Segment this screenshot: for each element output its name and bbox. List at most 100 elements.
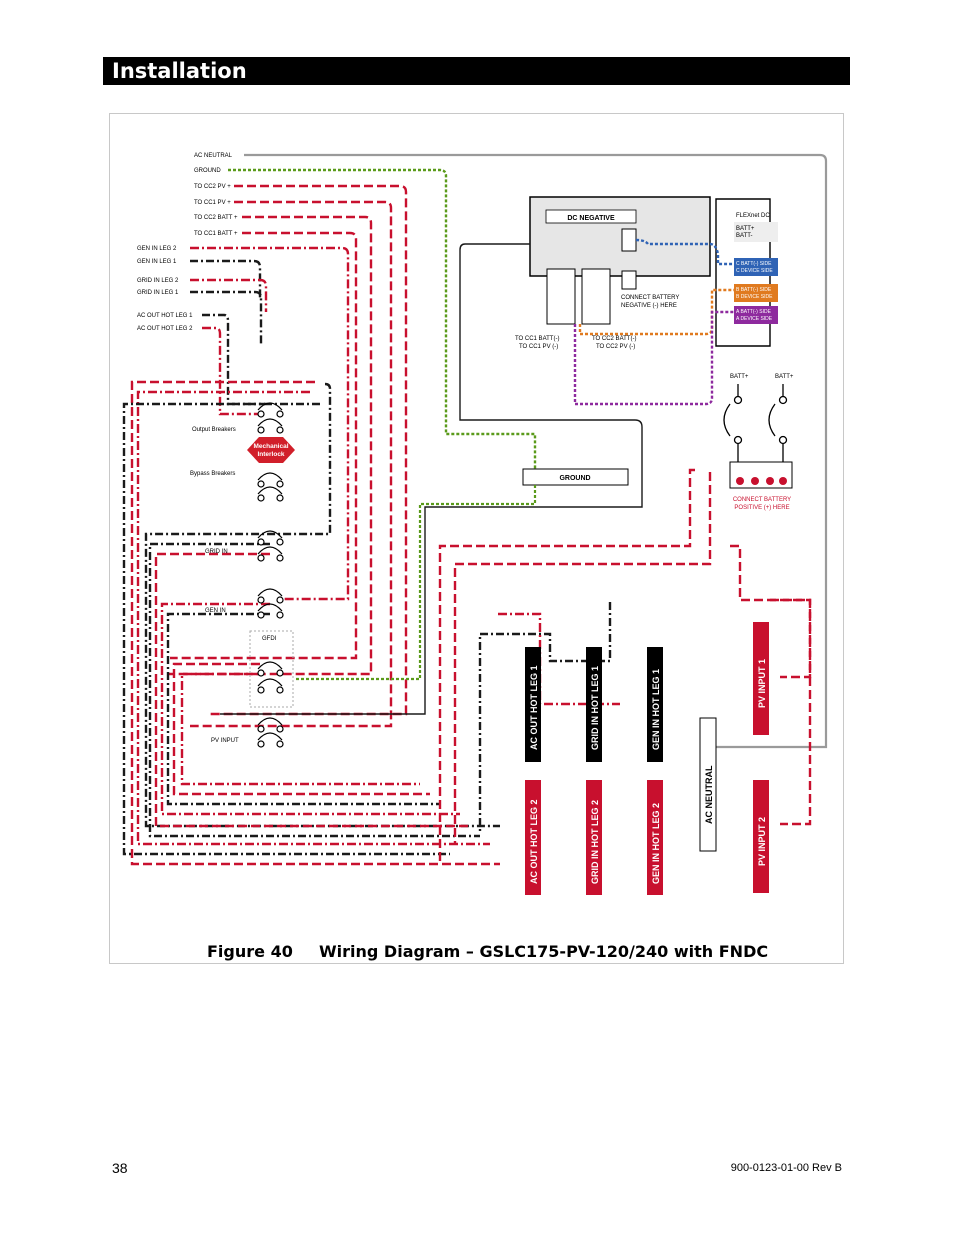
cc2-label-2: TO CC2 PV (-) (596, 344, 635, 350)
svg-text:GEN IN HOT LEG 2: GEN IN HOT LEG 2 (651, 803, 661, 884)
ground-bar-label: GROUND (559, 475, 590, 482)
dc-negative-block (529, 196, 711, 277)
to-cc2-batt-wire (168, 215, 373, 676)
label-to-cc1-batt: TO CC1 BATT + (194, 231, 238, 237)
gen-hot-link (478, 602, 612, 834)
figure-title: Wiring Diagram – GSLC175-PV-120/240 with… (319, 942, 769, 961)
batt-plus-2-label: BATT+ (775, 374, 794, 380)
batt-pos-loop-2 (453, 472, 712, 844)
batt-pos-loop-1 (438, 468, 695, 862)
label-gen-in-leg2: GEN IN LEG 2 (137, 246, 177, 252)
gfdi-box (249, 630, 294, 708)
svg-text:AC OUT HOT LEG 2: AC OUT HOT LEG 2 (529, 799, 539, 884)
loop-red-5 (172, 662, 430, 796)
output-breakers-label: Output Breakers (192, 427, 236, 433)
label-grid-in-leg2: GRID IN LEG 2 (137, 278, 179, 284)
svg-text:GRID IN HOT LEG 1: GRID IN HOT LEG 1 (590, 666, 600, 750)
flexnet-dc-module: FLEXnet DC BATT+ BATT- C BATT(-) SIDE C … (715, 198, 778, 347)
ground-bar (522, 468, 629, 486)
pv-input-label: PV INPUT (211, 738, 239, 744)
page-number: 38 (112, 1160, 128, 1176)
gfdi-label: GFDI (262, 636, 277, 642)
loop-black-2 (122, 402, 450, 856)
ground-wire (228, 168, 537, 469)
document-number: 900-0123-01-00 Rev B (730, 1162, 842, 1174)
connect-neg-line2: NEGATIVE (-) HERE (621, 303, 677, 309)
loop-red-2 (136, 390, 490, 846)
grid-leg2-wire (190, 278, 268, 312)
grid-in-label: GRID IN (205, 549, 228, 555)
cc1-label-1: TO CC1 BATT(-) (515, 336, 559, 342)
cc2-label-1: TO CC2 BATT(-) (592, 336, 636, 342)
connect-pos-line2: POSITIVE (+) HERE (734, 505, 789, 511)
mechanical-interlock-badge: Mechanical Interlock (247, 437, 295, 463)
svg-text:GRID IN HOT LEG 2: GRID IN HOT LEG 2 (590, 800, 600, 884)
label-ac-neutral: AC NEUTRAL (194, 153, 233, 159)
terminal-ac-out-hot-leg-1: AC OUT HOT LEG 1 (525, 647, 541, 762)
terminal-pv-input-1: PV INPUT 1 (753, 622, 769, 735)
battery-breakers (723, 384, 788, 464)
loop-black-1 (144, 382, 500, 828)
label-to-cc1-pv: TO CC1 PV + (194, 200, 231, 206)
output-breakers (257, 402, 284, 748)
gen-leg1-wire (190, 259, 262, 299)
figure-frame: .w { fill:none; stroke-width:2.4; } .red… (109, 113, 844, 964)
to-cc1-batt-wire (170, 231, 358, 660)
terminal-pv-input-2: PV INPUT 2 (753, 780, 769, 893)
svg-text:AC NEUTRAL: AC NEUTRAL (704, 765, 714, 824)
svg-text:BATT-: BATT- (736, 233, 753, 239)
terminal-ac-out-hot-leg-2: AC OUT HOT LEG 2 (525, 780, 541, 895)
svg-text:Interlock: Interlock (257, 451, 284, 458)
svg-text:A BATT(-) SIDE: A BATT(-) SIDE (736, 309, 772, 315)
to-cc2-pv-wire (210, 184, 408, 716)
terminal-ac-neutral: AC NEUTRAL (699, 717, 717, 852)
svg-text:C BATT(-) SIDE: C BATT(-) SIDE (736, 261, 772, 267)
connect-neg-line1: CONNECT BATTERY (621, 295, 679, 301)
ac-out-leg2-wire (202, 326, 265, 416)
svg-text:Mechanical: Mechanical (253, 443, 288, 450)
terminal-grid-in-hot-leg-1: GRID IN HOT LEG 1 (586, 647, 602, 762)
loop-black-4 (166, 612, 440, 806)
terminal-gen-in-hot-leg-2: GEN IN HOT LEG 2 (647, 780, 663, 895)
dc-negative-label: DC NEGATIVE (567, 215, 615, 222)
ground-to-gfdi-wire (295, 485, 537, 681)
svg-text:FLEXnet DC: FLEXnet DC (736, 213, 770, 219)
label-to-cc2-pv: TO CC2 PV + (194, 184, 231, 190)
svg-text:B DEVICE SIDE: B DEVICE SIDE (736, 294, 773, 300)
svg-text:PV INPUT 1: PV INPUT 1 (757, 659, 767, 708)
cc1-label-2: TO CC1 PV (-) (519, 344, 558, 350)
svg-text:A DEVICE SIDE: A DEVICE SIDE (736, 316, 773, 322)
batt-plus-1-label: BATT+ (730, 374, 749, 380)
gen-in-label: GEN IN (205, 608, 226, 614)
figure-caption: Figure 40 Wiring Diagram – GSLC175-PV-120… (207, 942, 768, 961)
bypass-breakers-label: Bypass Breakers (190, 471, 235, 477)
wiring-diagram: .w { fill:none; stroke-width:2.4; } .red… (122, 153, 828, 895)
loop-red-4 (160, 602, 460, 816)
label-to-cc2-batt: TO CC2 BATT + (194, 215, 238, 221)
dc-negative-ground-wire (220, 243, 643, 715)
ac-neutral-wire (244, 153, 828, 749)
pv2-loop (770, 598, 812, 826)
label-gen-in-leg1: GEN IN LEG 1 (137, 259, 177, 265)
loop-red-3 (154, 552, 470, 828)
svg-text:BATT+: BATT+ (736, 226, 755, 232)
terminal-grid-in-hot-leg-2: GRID IN HOT LEG 2 (586, 780, 602, 895)
to-cc1-pv-wire (190, 200, 393, 728)
loop-black-3 (148, 542, 480, 838)
label-ac-out-leg2: AC OUT HOT LEG 2 (137, 326, 193, 332)
gen-leg2-wire (190, 246, 350, 601)
svg-text:C DEVICE SIDE: C DEVICE SIDE (736, 268, 773, 274)
svg-text:B BATT(-) SIDE: B BATT(-) SIDE (736, 287, 772, 293)
grid-leg1-wire (190, 290, 263, 344)
figure-number: Figure 40 (207, 942, 293, 961)
label-ac-out-leg1: AC OUT HOT LEG 1 (137, 313, 193, 319)
label-grid-in-leg1: GRID IN LEG 1 (137, 290, 179, 296)
pv1-loop (730, 544, 812, 679)
loop-red-6 (180, 672, 420, 786)
section-title: Installation (112, 59, 247, 83)
ac-out-leg1-wire (202, 313, 265, 406)
label-ground: GROUND (194, 168, 221, 174)
wire-c-blue (635, 238, 734, 266)
loop-red-outer (130, 380, 500, 866)
svg-text:PV INPUT 2: PV INPUT 2 (757, 817, 767, 866)
